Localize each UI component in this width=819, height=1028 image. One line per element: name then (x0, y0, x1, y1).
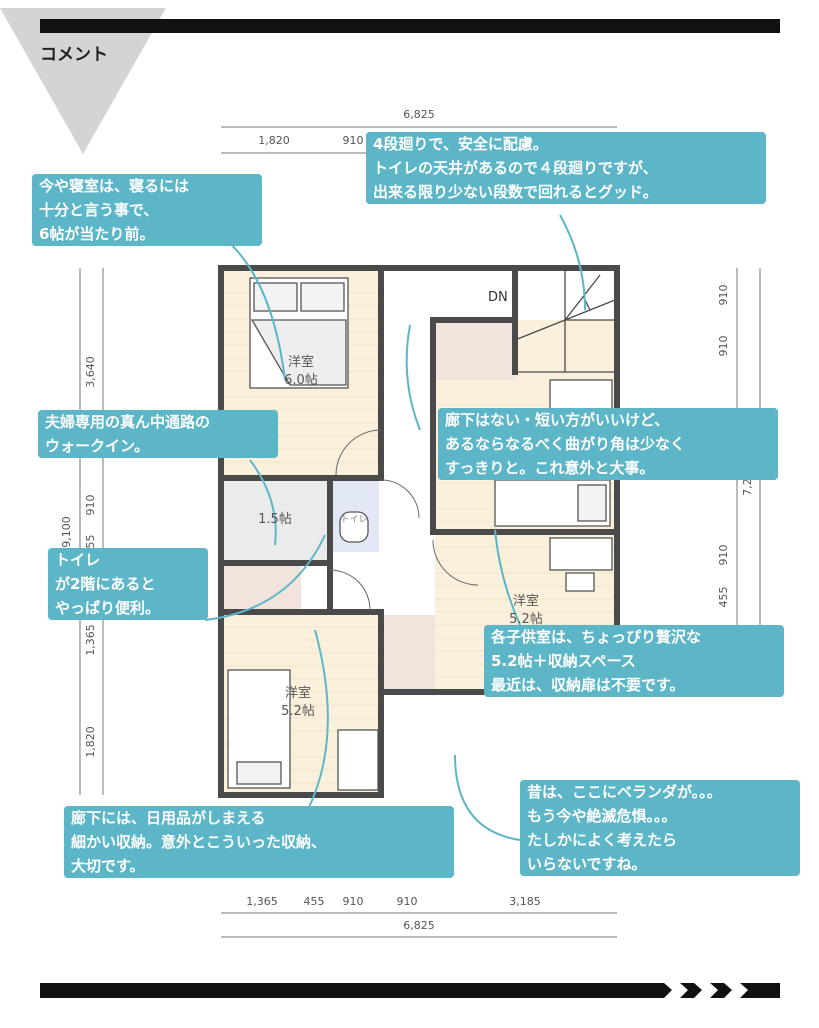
toilet-label: トイレ (340, 515, 367, 525)
callout-hallway: 廊下はない・短い方がいいけど、 あるならなるべく曲がり角は少なく すっきりと。こ… (438, 408, 778, 480)
dim-right-seg-2: 910 (717, 336, 730, 357)
doors (329, 429, 479, 611)
floor-kids-upper-closet (435, 320, 515, 380)
callout-walkin-line-1: 夫婦専用の真ん中通路の (38, 410, 218, 434)
dim-top-seg-2: 910 (343, 134, 364, 147)
arrow-walkin (249, 459, 277, 546)
callout-stairs-line-1: 4段廻りで、安全に配慮。 (366, 132, 555, 156)
dim-bottom-total-label: 6,825 (403, 919, 435, 932)
callout-toilet-line-1: トイレ (48, 548, 108, 572)
dim-bottom-seg-5: 3,185 (509, 895, 541, 908)
dim-top-total-label: 6,825 (403, 108, 435, 121)
callout-hallway-line-3: すっきりと。これ意外と大事。 (438, 456, 662, 480)
callout-hallway-line-1: 廊下はない・短い方がいいけど、 (438, 408, 677, 432)
callout-kids-line-1: 各子供室は、ちょっぴり贅沢な (484, 625, 709, 649)
room-name-2: 洋室 (285, 685, 311, 701)
footer-chevron-2 (710, 983, 732, 998)
dim-bottom-seg-4: 910 (397, 895, 418, 908)
floor-storage (221, 565, 301, 615)
callout-veranda-line-1: 昔は、ここにベランダが。。。 (520, 780, 729, 804)
dim-left-seg-4: 1,365 (84, 624, 97, 656)
callout-stairs: 4段廻りで、安全に配慮。 トイレの天井があるので４段廻りですが、 出来る限り少な… (366, 132, 766, 204)
callout-arrows (204, 214, 586, 841)
callout-bedroom-line-2: 十分と言う事で、 (32, 198, 166, 222)
door-toilet (380, 479, 420, 519)
dim-left-total-label: 9,100 (60, 516, 73, 548)
room-size-3: 5.2帖 (509, 612, 543, 627)
toilet-bowl (339, 511, 369, 543)
door-kids-lower (432, 539, 479, 586)
double-bed-pillow-2 (300, 282, 345, 312)
callout-bedroom-line-3: 6帖が当たり前。 (32, 222, 162, 246)
callout-toilet: トイレ が2階にあると やっぱり便利。 (48, 548, 208, 620)
stair-winder-3 (514, 319, 566, 341)
stair-dn-label: DN (488, 290, 508, 305)
callout-storage-line-1: 廊下には、日用品がしまえる (64, 806, 273, 830)
dim-right-seg-1: 910 (717, 285, 730, 306)
callout-stairs-line-2: トイレの天井があるので４段廻りですが、 (366, 156, 665, 180)
callout-veranda-line-2: もう今や絶滅危惧。。。 (520, 804, 684, 828)
floor-kids-lower-closet (383, 615, 435, 690)
callout-toilet-line-3: やっぱり便利。 (48, 596, 168, 620)
callout-bedroom-line-1: 今や寝室は、寝るには (32, 174, 197, 198)
dim-right-seg-4: 910 (717, 545, 730, 566)
comment-header: コメント (40, 45, 108, 65)
arrow-hallway-top (405, 324, 421, 431)
arrow-storage (304, 629, 329, 816)
dim-left-seg-2: 910 (84, 495, 97, 516)
door-lower-bedroom (329, 569, 371, 611)
kids-bed-1-pillow (577, 484, 607, 522)
room-size-2: 5.2帖 (281, 704, 315, 719)
header-stripe (40, 19, 780, 33)
callout-walkin-line-2: ウォークイン。 (38, 434, 157, 458)
door-bedroom (335, 429, 382, 476)
footer-chevron-1 (680, 983, 702, 998)
closet-size-label: 1.5帖 (258, 512, 292, 527)
callout-veranda-line-3: たしかによく考えたら (520, 828, 685, 852)
double-bed-blanket (250, 319, 347, 386)
kids-chair-2 (565, 572, 595, 592)
room-size-1: 6.0帖 (284, 373, 318, 388)
callout-walkin: 夫婦専用の真ん中通路の ウォークイン。 (38, 410, 278, 458)
dim-left-seg-5: 1,820 (84, 726, 97, 758)
dim-bottom-seg-1: 1,365 (246, 895, 278, 908)
callout-veranda-line-4: いらないですね。 (520, 852, 654, 876)
arrow-toilet (204, 534, 326, 621)
dim-bottom-seg-2: 455 (304, 895, 325, 908)
desk-left (337, 729, 379, 791)
arrow-stairs (559, 214, 586, 311)
callout-storage-line-2: 細かい収納。意外とこういった収納、 (64, 830, 334, 854)
room-name-1: 洋室 (288, 354, 314, 370)
callout-toilet-line-2: が2階にあると (48, 572, 163, 596)
dim-right-seg-5: 455 (717, 587, 730, 608)
dim-left-seg-1: 3,640 (84, 356, 97, 388)
kids-bed-2 (549, 537, 613, 571)
callout-kids-line-2: 5.2帖＋収納スペース (484, 649, 643, 673)
callout-storage: 廊下には、日用品がしまえる 細かい収納。意外とこういった収納、 大切です。 (64, 806, 454, 878)
furniture (227, 277, 613, 791)
arrow-veranda (454, 754, 521, 841)
single-bed-pillow (236, 761, 282, 785)
footer-chevron-3 (740, 983, 780, 998)
callout-bedroom: 今や寝室は、寝るには 十分と言う事で、 6帖が当たり前。 (32, 174, 262, 246)
room-name-3: 洋室 (513, 593, 539, 609)
callout-kids: 各子供室は、ちょっぴり贅沢な 5.2帖＋収納スペース 最近は、収納扉は不要です。 (484, 625, 784, 697)
callout-kids-line-3: 最近は、収納扉は不要です。 (484, 673, 692, 697)
dim-top-seg-1: 1,820 (258, 134, 290, 147)
callout-stairs-line-3: 出来る限り少ない段数で回れるとグッド。 (366, 180, 665, 204)
arrow-kids (494, 529, 521, 626)
callout-veranda: 昔は、ここにベランダが。。。 もう今や絶滅危惧。。。 たしかによく考えたら いら… (520, 780, 800, 876)
stair-winder-1 (564, 274, 601, 321)
callout-hallway-line-2: あるならなるべく曲がり角は少なく (438, 432, 693, 456)
header-triangle (0, 8, 166, 154)
dim-bottom-seg-3: 910 (343, 895, 364, 908)
kids-desk-1 (549, 379, 613, 413)
footer-bar (40, 983, 672, 998)
callout-storage-line-3: 大切です。 (64, 854, 152, 878)
